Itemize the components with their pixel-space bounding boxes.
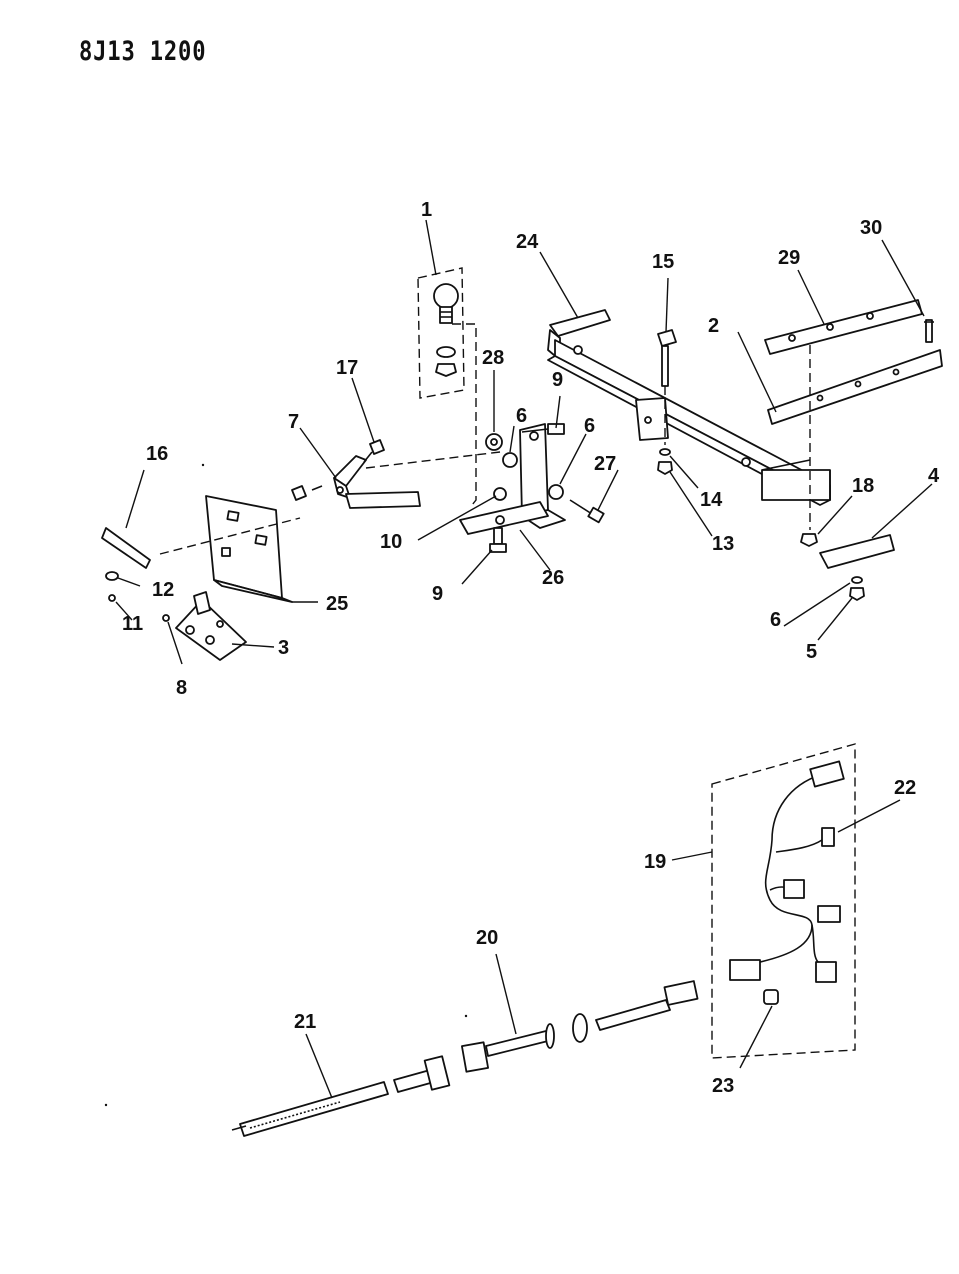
part-washer-14 [659,448,671,456]
callout-26: 26 [542,567,564,589]
callout-19: 19 [644,851,666,873]
part-screw-8 [162,614,170,622]
part-bolt-27 [569,499,605,524]
callout-6: 6 [770,609,781,631]
part-hitch-ball-kit [417,267,465,399]
callout-16: 16 [146,443,168,465]
callout-15: 15 [652,251,674,273]
part-nut-18 [800,533,818,547]
part-washer-6a [502,452,518,468]
diagram-code: 8J13 1200 [79,36,207,67]
part-strip-16 [101,527,151,569]
part-angled-bracket-7 [333,455,421,509]
callout-4: 4 [928,465,940,487]
part-wiring-harness-19 [729,760,845,983]
callout-27: 27 [594,453,616,475]
callout-5: 5 [806,641,817,663]
callout-28: 28 [482,347,504,369]
part-washer-6c [851,576,863,584]
callout-9: 9 [552,369,563,391]
callout-24: 24 [516,231,539,253]
part-vertical-bracket-26 [459,423,566,535]
callout-13: 13 [712,533,734,555]
part-nut-12 [105,571,119,581]
callout-3: 3 [278,637,289,659]
part-bracket-3 [175,591,247,661]
callout-23: 23 [712,1075,734,1097]
callout-20: 20 [476,927,498,949]
part-washer-6b [548,484,564,500]
part-nut-10 [493,487,507,501]
callout-6: 6 [584,415,595,437]
part-bolt-17 [363,439,385,463]
callout-25: 25 [326,593,348,615]
part-bolt-15 [657,329,677,445]
callout-21: 21 [294,1011,316,1033]
callout-1: 1 [421,199,432,221]
callout-18: 18 [852,475,874,497]
part-cable-20 [461,980,699,1073]
callout-14: 14 [700,489,723,511]
part-screw-11 [108,594,116,602]
callout-11: 11 [122,613,143,635]
callout-2: 2 [708,315,719,337]
part-hitch-receiver-bar [547,309,831,506]
part-bolt-9b [489,527,507,553]
part-bracket-plate-29 [764,299,923,355]
callout-10: 10 [380,531,402,553]
part-wiring-harness-box [711,743,856,1059]
callout-22: 22 [894,777,916,799]
part-strap-2 [767,349,943,425]
part-nut-small [291,485,307,501]
leader-lines [115,219,933,1099]
callout-30: 30 [860,217,882,239]
callout-29: 29 [778,247,800,269]
part-plate-4 [819,534,895,569]
callout-12: 12 [152,579,174,601]
part-nut-5 [849,587,865,601]
part-nut-13 [657,461,673,475]
part-plug-23 [763,989,779,1005]
part-stud-30 [924,319,934,343]
part-mounting-plate-25 [205,495,293,603]
part-clip-22 [821,827,835,847]
part-cable-21 [231,1055,451,1137]
callout-9: 9 [432,583,443,605]
callout-17: 17 [336,357,358,379]
callout-6: 6 [516,405,527,427]
callout-8: 8 [176,677,187,699]
callout-7: 7 [288,411,299,433]
